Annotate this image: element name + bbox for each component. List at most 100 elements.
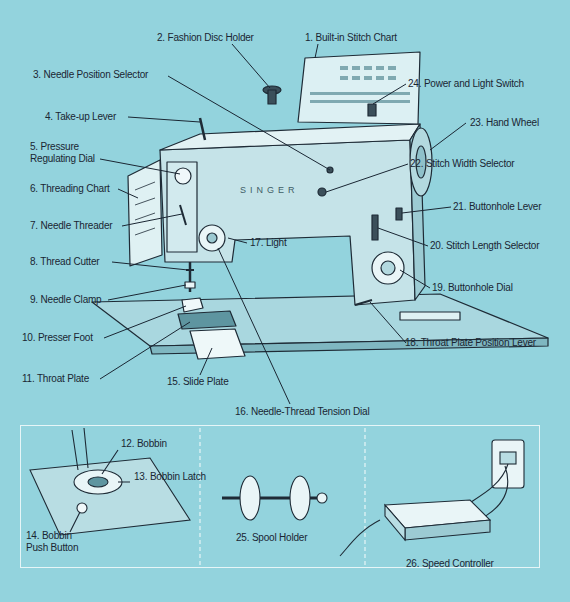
bobbin-button — [77, 503, 87, 513]
needle-sketch — [72, 428, 88, 470]
callout-label: 2. Fashion Disc Holder — [157, 32, 254, 44]
leader-line — [218, 248, 290, 404]
leader-line — [402, 207, 451, 213]
chart-mark — [376, 76, 384, 80]
disc-holder-post — [268, 90, 276, 104]
callout-label: 19. Buttonhole Dial — [432, 282, 513, 294]
machine — [92, 52, 548, 359]
leader-line — [200, 348, 212, 375]
chart-mark — [364, 66, 372, 70]
callout-label: 5. Pressure Regulating Dial — [30, 141, 120, 165]
bobbin-case — [74, 470, 122, 494]
inset-leader — [70, 450, 130, 532]
chart-mark — [310, 92, 410, 95]
needle-clamp — [185, 282, 195, 288]
leader-line — [112, 262, 188, 270]
threading-chart — [128, 160, 162, 266]
callout-label: 26. Speed Controller — [406, 558, 494, 570]
leader-line — [108, 285, 186, 300]
stitch-width-knob — [318, 188, 326, 196]
callout-label: 9. Needle Clamp — [30, 294, 101, 306]
spool-disc — [290, 476, 310, 520]
spool-end — [317, 493, 327, 503]
leader-lines — [100, 44, 466, 404]
throat-plate — [178, 311, 236, 329]
leader-line — [100, 322, 190, 379]
arm-top — [160, 124, 420, 150]
callout-label: 20. Stitch Length Selector — [430, 240, 539, 252]
chart-lines — [135, 182, 155, 235]
spool-disc — [240, 476, 260, 520]
callout-label: 16. Needle-Thread Tension Dial — [235, 406, 369, 418]
leader-line — [400, 270, 430, 288]
machine-arm — [160, 140, 415, 305]
power-switch — [368, 104, 376, 116]
leader-line — [373, 84, 406, 104]
callout-label: 1. Built-in Stitch Chart — [305, 32, 397, 44]
callout-label: 8. Thread Cutter — [30, 256, 99, 268]
bobbin-plate — [30, 458, 190, 535]
leader-line — [228, 238, 247, 243]
callout-label: 13. Bobbin Latch — [134, 471, 206, 483]
inset-panel: 12. Bobbin13. Bobbin Latch14. Bobbin Pus… — [20, 425, 540, 568]
stitch-chart-lid — [298, 52, 420, 124]
controller-sketch — [340, 440, 524, 556]
leader-line — [104, 306, 186, 338]
spool-sketch — [222, 476, 327, 520]
chart-mark — [340, 76, 348, 80]
buttonhole-dial-hub — [381, 261, 395, 275]
callout-label: 21. Buttonhole Lever — [453, 201, 541, 213]
leader-line — [118, 189, 138, 198]
leader-line — [122, 214, 182, 226]
bobbin — [88, 477, 108, 487]
leader-line — [315, 44, 318, 58]
leader-line — [370, 302, 406, 343]
leader-line — [232, 44, 270, 88]
callout-label: 18. Throat Plate Position Lever — [405, 337, 536, 349]
callout-label: 15. Slide Plate — [167, 376, 229, 388]
chart-mark — [310, 100, 410, 103]
callout-label: 4. Take-up Lever — [45, 111, 116, 123]
chart-mark — [388, 66, 396, 70]
controller-cord — [340, 520, 380, 556]
plug — [500, 452, 516, 464]
callout-label: 17. Light — [250, 237, 287, 249]
needle-threader — [180, 205, 186, 225]
chart-mark — [364, 76, 372, 80]
throat-plate-lever — [355, 300, 372, 305]
bed-panel — [400, 312, 460, 320]
pressure-dial — [175, 168, 191, 184]
chart-mark — [352, 76, 360, 80]
inset-dividers — [200, 428, 365, 565]
callout-label: 25. Spool Holder — [236, 532, 307, 544]
callout-label: 24. Power and Light Switch — [408, 78, 524, 90]
chart-marks — [310, 66, 410, 103]
divider-line — [199, 428, 200, 565]
slide-plate — [190, 329, 245, 359]
leader-line — [430, 123, 466, 150]
divider-line — [364, 428, 365, 565]
callout-label: 10. Presser Foot — [22, 332, 93, 344]
brand-name: SINGER — [240, 184, 299, 196]
leader-line — [100, 159, 180, 174]
callout-label: 7. Needle Threader — [30, 220, 112, 232]
chart-mark — [388, 76, 396, 80]
presser-foot — [182, 298, 203, 312]
tension-dial-hub — [207, 233, 217, 243]
callout-label: 12. Bobbin — [121, 438, 167, 450]
chart-mark — [352, 66, 360, 70]
head-face — [167, 162, 197, 252]
buttonhole-dial — [372, 252, 404, 284]
leader-line — [128, 117, 200, 122]
leader-line — [378, 228, 428, 246]
callout-label: 11. Throat Plate — [22, 373, 89, 385]
controller-front — [405, 520, 490, 540]
buttonhole-lever — [396, 208, 402, 220]
callout-label: 22. Stitch Width Selector — [410, 158, 515, 170]
take-up-lever — [200, 118, 205, 140]
callout-label: 6. Threading Chart — [30, 183, 110, 195]
controller-side — [385, 505, 405, 540]
chart-mark — [340, 66, 348, 70]
